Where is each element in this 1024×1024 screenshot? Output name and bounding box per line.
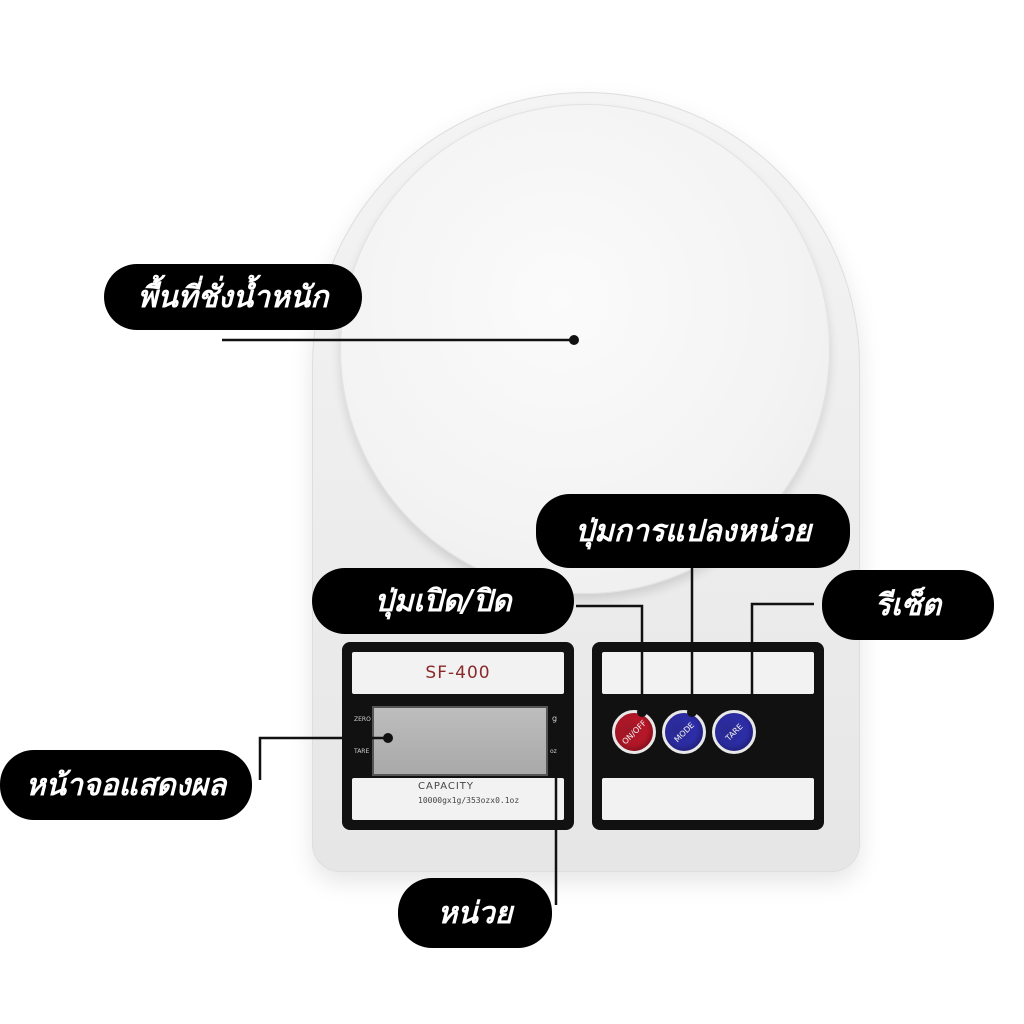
button-panel-top-strip xyxy=(602,652,814,694)
callout-unit: หน่วย xyxy=(398,878,552,948)
callout-display: หน้าจอแสดงผล xyxy=(0,750,252,820)
display-line xyxy=(258,736,388,780)
capacity-spec: 10000gx1g/353ozx0.1oz xyxy=(418,796,520,805)
reset-dot xyxy=(747,707,757,717)
capacity-strip: CAPACITY 10000gx1g/353ozx0.1oz xyxy=(352,778,564,820)
lcd-screen xyxy=(372,706,548,776)
mode-dot xyxy=(687,707,697,717)
display-dot xyxy=(383,733,393,743)
weighing-area-dot xyxy=(569,335,579,345)
model-strip: SF-400 xyxy=(352,652,564,694)
ounce-indicator: oz xyxy=(550,748,557,755)
callout-weighing-area: พื้นที่ชั่งน้ำหนัก xyxy=(104,264,362,330)
power-line xyxy=(576,604,644,712)
callout-power-button: ปุ่มเปิด/ปิด xyxy=(312,568,574,634)
model-name: SF-400 xyxy=(425,663,491,683)
power-dot xyxy=(637,707,647,717)
unit-dot xyxy=(551,761,561,771)
callout-reset: รีเซ็ต xyxy=(822,570,994,640)
display-panel: SF-400 ZERO TARE g oz CAPACITY 10000gx1g… xyxy=(342,642,574,830)
tare-indicator: TARE xyxy=(354,748,370,755)
zero-indicator: ZERO xyxy=(354,716,371,723)
button-panel: ON/OFF MODE TARE xyxy=(592,642,824,830)
reset-line xyxy=(750,602,814,712)
gram-indicator: g xyxy=(552,714,558,723)
button-panel-bottom-strip xyxy=(602,778,814,820)
capacity-title: CAPACITY xyxy=(418,781,475,792)
callout-mode-button: ปุ่มการแปลงหน่วย xyxy=(536,494,850,568)
